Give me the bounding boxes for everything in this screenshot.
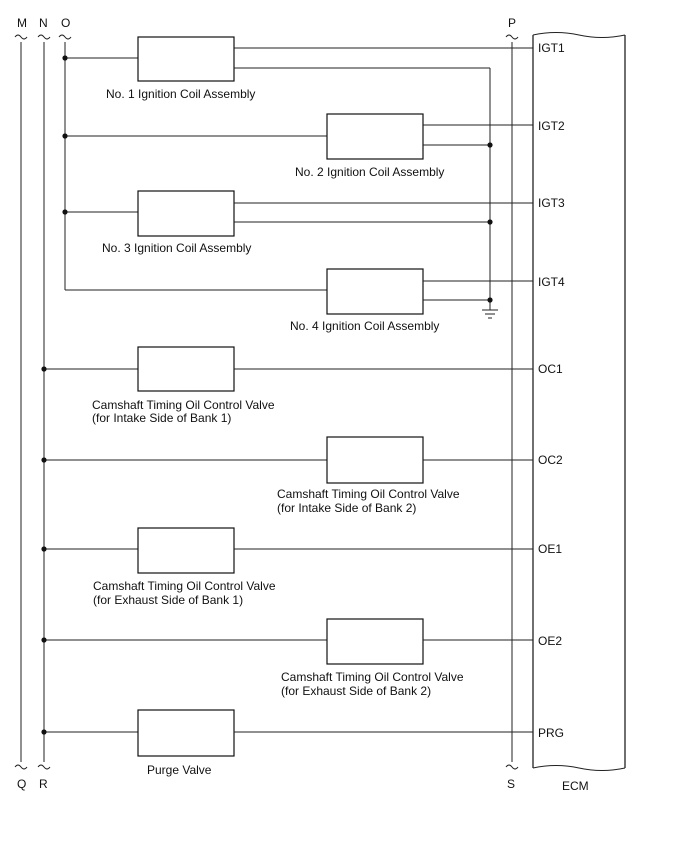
rail-label-p: P [508,16,516,30]
coil-1-label: No. 1 Ignition Coil Assembly [106,87,255,101]
ocv-exhaust-bank2-line2: (for Exhaust Side of Bank 2) [281,684,431,698]
ocv-exhaust-bank1-line1: Camshaft Timing Oil Control Valve [93,579,276,593]
break-marks [14,34,519,770]
pin-oc2: OC2 [538,453,563,467]
rail-label-n: N [39,16,48,30]
ocv-exhaust-bank1-line2: (for Exhaust Side of Bank 1) [93,593,243,607]
rail-label-q: Q [17,777,26,791]
coil-1 [62,36,533,82]
ocv-exhaust-bank1 [41,527,533,574]
coil-2-label: No. 2 Ignition Coil Assembly [295,165,444,179]
coil-2 [62,113,533,160]
pin-igt4: IGT4 [538,275,565,289]
rail-label-s: S [507,777,515,791]
rail-label-m: M [17,16,27,30]
ocv-exhaust-bank2 [41,618,533,665]
coil-3-label: No. 3 Ignition Coil Assembly [102,241,251,255]
ecm-label: ECM [562,779,589,793]
rail-label-o: O [61,16,70,30]
ocv-intake-bank1 [41,346,533,392]
pin-prg: PRG [538,726,564,740]
coil-4-label: No. 4 Ignition Coil Assembly [290,319,439,333]
ocv-exhaust-bank2-line1: Camshaft Timing Oil Control Valve [281,670,464,684]
pin-oe2: OE2 [538,634,562,648]
ground-symbol [482,309,498,319]
coil-3 [62,190,533,237]
ocv-intake-bank1-line2: (for Intake Side of Bank 1) [92,411,231,425]
ocv-exhaust-bank1-label: Camshaft Timing Oil Control Valve (for E… [93,579,279,607]
pin-oc1: OC1 [538,362,563,376]
ocv-intake-bank2-line1: Camshaft Timing Oil Control Valve [277,487,460,501]
rail-label-r: R [39,777,48,791]
purge-valve [41,709,533,757]
ocv-intake-bank2-line2: (for Intake Side of Bank 2) [277,501,416,515]
ocv-intake-bank1-label: Camshaft Timing Oil Control Valve (for I… [92,398,278,425]
ocv-intake-bank2 [41,436,533,484]
coil-4 [65,268,533,315]
purge-valve-label: Purge Valve [147,763,212,777]
ecm-block [532,32,626,771]
ocv-exhaust-bank2-label: Camshaft Timing Oil Control Valve (for E… [281,670,467,698]
pin-igt1: IGT1 [538,41,565,55]
pin-oe1: OE1 [538,542,562,556]
pin-igt3: IGT3 [538,196,565,210]
ocv-intake-bank2-label: Camshaft Timing Oil Control Valve (for I… [277,487,463,515]
pin-igt2: IGT2 [538,119,565,133]
ocv-intake-bank1-line1: Camshaft Timing Oil Control Valve [92,398,275,412]
